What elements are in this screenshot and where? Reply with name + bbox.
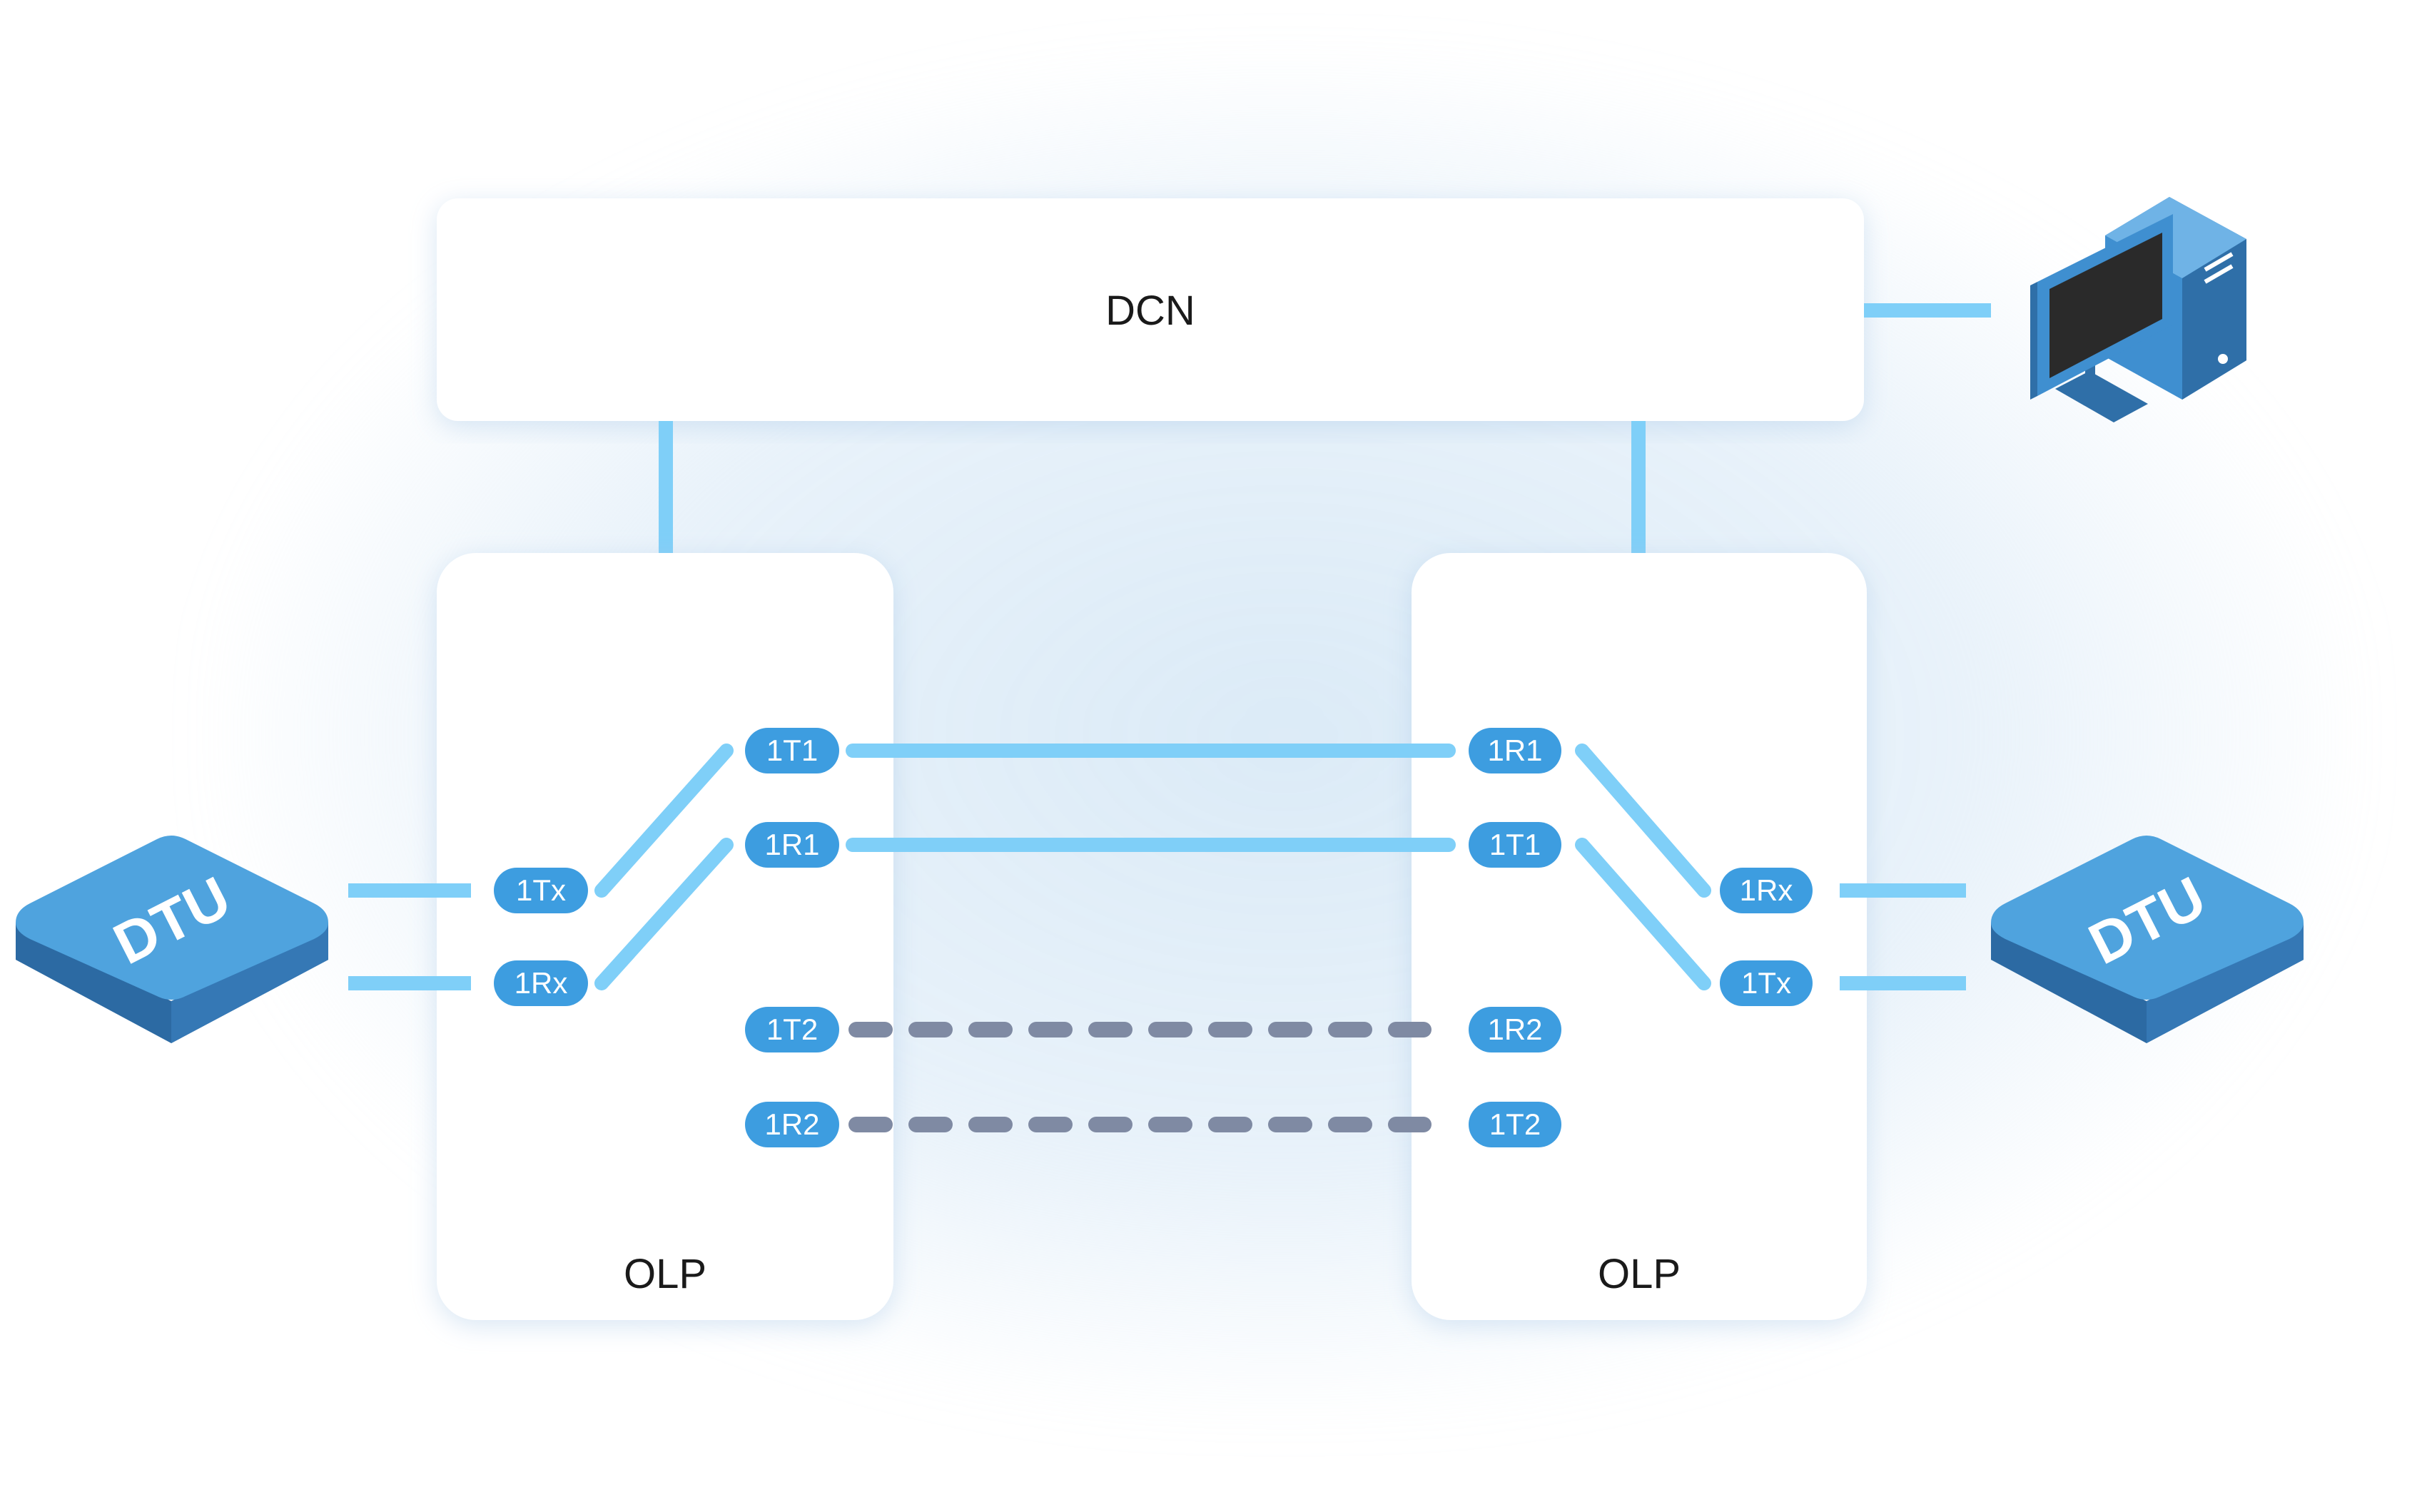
standby-links — [848, 1022, 1432, 1132]
svg-text:1R2: 1R2 — [764, 1107, 819, 1141]
port-left-rx[interactable]: 1Rx — [494, 960, 588, 1006]
port-left-t1[interactable]: 1T1 — [745, 728, 839, 773]
port-left-tx[interactable]: 1Tx — [494, 868, 588, 913]
olp-left-box: OLP — [437, 553, 893, 1320]
link-left-rx-r1 — [594, 838, 734, 990]
active-links — [348, 744, 1966, 990]
link-left-tx-t1 — [594, 744, 734, 898]
link-right-r1-rx — [1575, 744, 1711, 898]
port-right-r2[interactable]: 1R2 — [1469, 1007, 1561, 1052]
svg-text:1Tx: 1Tx — [1741, 966, 1791, 1000]
port-right-tx[interactable]: 1Tx — [1720, 960, 1813, 1006]
port-right-r1[interactable]: 1R1 — [1469, 728, 1561, 773]
link-right-t1-tx — [1575, 838, 1711, 990]
svg-text:1R1: 1R1 — [764, 828, 819, 861]
port-right-rx[interactable]: 1Rx — [1720, 868, 1813, 913]
port-left-r2[interactable]: 1R2 — [745, 1102, 839, 1147]
svg-text:1Rx: 1Rx — [1740, 873, 1793, 907]
port-left-t2[interactable]: 1T2 — [745, 1007, 839, 1052]
svg-text:1T2: 1T2 — [766, 1013, 818, 1046]
port-right-t1[interactable]: 1T1 — [1469, 822, 1561, 868]
svg-text:1R1: 1R1 — [1487, 734, 1542, 767]
dcn-network-box: DCN — [437, 198, 1864, 421]
computer-icon[interactable] — [2030, 197, 2246, 422]
svg-text:1R2: 1R2 — [1487, 1013, 1542, 1046]
dtu-right-device[interactable]: DTU — [1991, 836, 2304, 1043]
olp-left-label: OLP — [624, 1251, 706, 1297]
dtu-left-device[interactable]: DTU — [16, 836, 328, 1043]
svg-text:1Rx: 1Rx — [515, 966, 568, 1000]
port-right-t2[interactable]: 1T2 — [1469, 1102, 1561, 1147]
svg-text:1T2: 1T2 — [1489, 1107, 1541, 1141]
olp-right-label: OLP — [1598, 1251, 1681, 1297]
port-left-r1[interactable]: 1R1 — [745, 822, 839, 868]
svg-text:1Tx: 1Tx — [516, 873, 566, 907]
svg-text:1T1: 1T1 — [1489, 828, 1541, 861]
olp-right-box: OLP — [1412, 553, 1867, 1320]
svg-text:1T1: 1T1 — [766, 734, 818, 767]
dcn-label: DCN — [1105, 288, 1195, 334]
